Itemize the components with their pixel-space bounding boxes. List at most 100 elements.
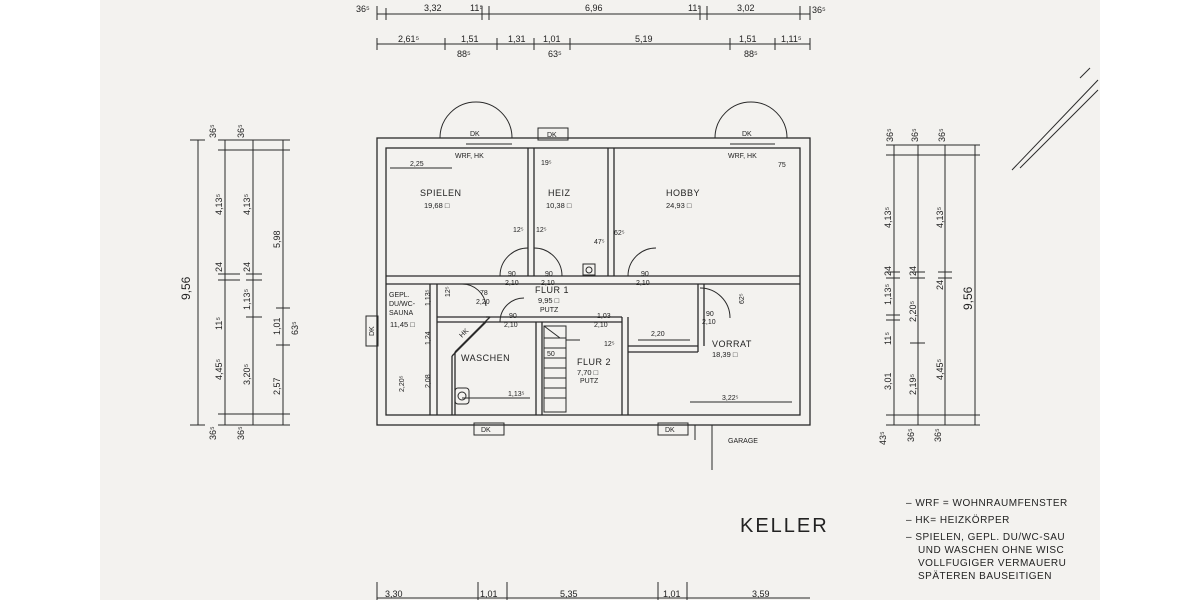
right-col2-3: 2,19⁵ xyxy=(908,373,918,395)
idim-210-a: 2,10 xyxy=(505,280,519,287)
dk-label-5: DK xyxy=(481,427,491,434)
door-sauna xyxy=(461,283,487,307)
right-col3-2: 24 xyxy=(935,280,945,290)
top-dimension-chain-2: 2,61⁵ 1,51 1,31 1,01 5,19 1,51 1,11⁵ 88⁵… xyxy=(376,34,811,59)
idim-322: 3,22⁵ xyxy=(722,395,739,402)
legend-line-4: UND WASCHEN OHNE WISC xyxy=(918,545,1064,556)
idim-210-c: 2,10 xyxy=(636,280,650,287)
dim-top2-2: 1,51 xyxy=(461,34,479,44)
idim-103: 1,03 xyxy=(597,313,611,320)
room-labels: SPIELEN 19,68 □ HEIZ 10,38 □ HOBBY 24,93… xyxy=(389,188,751,385)
right-bot-2: 36⁵ xyxy=(906,428,916,442)
legend-line-1: – WRF = WOHNRAUMFENSTER xyxy=(906,498,1068,509)
door-flur1-heiz xyxy=(533,247,563,277)
left-total: 9,56 xyxy=(179,276,193,300)
left-col3-3: 1,13⁵ xyxy=(242,288,252,310)
right-col3-1: 4,13⁵ xyxy=(935,206,945,228)
idim-12-b: 12⁵ xyxy=(536,227,547,234)
garage-label: GARAGE xyxy=(728,438,758,445)
dk-label-4: DK xyxy=(369,326,376,336)
wrf-hk-label-1: WRF, HK xyxy=(455,153,484,160)
room-sauna-1: GEPL. xyxy=(389,292,410,299)
room-flur2-note: PUTZ xyxy=(580,378,599,385)
right-top-1: 36⁵ xyxy=(885,128,895,142)
room-flur2-area: 7,70 □ xyxy=(577,368,599,377)
dim-bottom-2: 1,01 xyxy=(480,589,498,599)
idim-62-b: 62⁵ xyxy=(739,293,746,304)
idim-90-e: 90 xyxy=(706,311,714,318)
left-col3-4: 3,20⁵ xyxy=(242,363,252,385)
right-col1-4: 11⁵ xyxy=(883,332,893,345)
right-margin xyxy=(1100,0,1200,600)
right-bot-3: 36⁵ xyxy=(933,428,943,442)
room-heiz: HEIZ xyxy=(548,188,571,198)
room-waschen: WASCHEN xyxy=(461,353,510,363)
idim-113: 1,13⁵ xyxy=(508,391,525,398)
idim-75: 75 xyxy=(778,162,786,169)
idim-220v: 2,20⁵ xyxy=(399,375,406,392)
idim-12-d: 12⁵ xyxy=(604,341,615,348)
windows xyxy=(365,101,788,436)
dim-top2-sub-2: 63⁵ xyxy=(548,49,562,59)
dim-top-6: 3,02 xyxy=(737,3,755,13)
right-top-2: 36⁵ xyxy=(910,128,920,142)
left-col2-3: 11⁵ xyxy=(214,317,224,330)
bottom-dimension-chain: 3,30 1,01 5,35 1,01 3,59 xyxy=(376,582,810,600)
idim-210-e: 2,10 xyxy=(594,322,608,329)
idim-210-b: 2,10 xyxy=(541,280,555,287)
right-dimensions: 36⁵ 4,13⁵ 24 1,13⁵ 11⁵ 3,01 43⁵ 36⁵ 24 2… xyxy=(878,128,980,445)
legend-line-6: SPÄTEREN BAUSEITIGEN xyxy=(918,570,1052,582)
dim-top2-sub-3: 88⁵ xyxy=(744,49,758,59)
dim-bottom-3: 5,35 xyxy=(560,589,578,599)
doors xyxy=(461,247,731,323)
left-col2-1: 4,13⁵ xyxy=(214,193,224,215)
left-top-b: 36⁵ xyxy=(236,124,246,138)
dim-top2-5: 5,19 xyxy=(635,34,653,44)
top-dimension-chain-1: 36⁵ 3,32 11⁵ 6,96 11⁵ 3,02 36⁵ xyxy=(356,3,826,20)
left-col4-2: 1,01 xyxy=(272,317,282,335)
dk-label-2: DK xyxy=(547,132,557,139)
room-spielen-area: 19,68 □ xyxy=(424,201,450,210)
wrf-hk-label-2: WRF, HK xyxy=(728,153,757,160)
right-col1-1: 4,13⁵ xyxy=(883,206,893,228)
left-col4-3: 63⁵ xyxy=(290,321,300,335)
idim-47: 47⁵ xyxy=(594,239,605,246)
dim-top-7: 36⁵ xyxy=(812,5,826,15)
idim-62: 62⁵ xyxy=(614,230,625,237)
dim-top2-1: 2,61⁵ xyxy=(398,34,420,44)
dim-top-4: 6,96 xyxy=(585,3,603,13)
idim-50: 50 xyxy=(547,351,555,358)
legend-line-3: – SPIELEN, GEPL. DU/WC-SAU xyxy=(906,532,1065,543)
window-labels: DK DK DK DK DK DK WRF, HK WRF, HK xyxy=(369,131,757,434)
right-col2-2: 2,20⁵ xyxy=(908,300,918,322)
legend: – WRF = WOHNRAUMFENSTER – HK= HEIZKÖRPER… xyxy=(906,498,1068,582)
left-margin xyxy=(0,0,100,600)
left-top-a: 36⁵ xyxy=(208,124,218,138)
idim-113v: 1,13⁵ xyxy=(425,289,432,306)
right-col1-2: 24 xyxy=(883,266,893,276)
inner-dimensions: 2,25 19⁵ 75 12⁵ 12⁵ 47⁵ 62⁵ 90 2,10 90 2… xyxy=(390,160,792,405)
room-sauna-area: 11,45 □ xyxy=(390,320,415,329)
right-total: 9,56 xyxy=(961,286,975,310)
idim-2-20: 2,20 xyxy=(651,331,665,338)
room-sauna-3: SAUNA xyxy=(389,310,413,317)
idim-210-f: 2,10 xyxy=(702,319,716,326)
room-hobby-area: 24,93 □ xyxy=(666,201,692,210)
room-flur1-area: 9,95 □ xyxy=(538,296,560,305)
dim-bottom-4: 1,01 xyxy=(663,589,681,599)
room-heiz-area: 10,38 □ xyxy=(546,201,572,210)
left-col4-1: 5,98 xyxy=(272,230,282,248)
left-bot-b: 36⁵ xyxy=(236,426,246,440)
legend-line-2: – HK= HEIZKÖRPER xyxy=(906,514,1010,526)
left-col2-4: 4,45⁵ xyxy=(214,358,224,380)
door-waschen xyxy=(499,297,525,323)
dim-top2-6: 1,51 xyxy=(739,34,757,44)
dim-top2-sub-1: 88⁵ xyxy=(457,49,471,59)
idim-78: 78 xyxy=(480,290,488,297)
left-bot-a: 36⁵ xyxy=(208,426,218,440)
right-bot-1: 43⁵ xyxy=(878,431,888,445)
dk-label-6: DK xyxy=(665,427,675,434)
